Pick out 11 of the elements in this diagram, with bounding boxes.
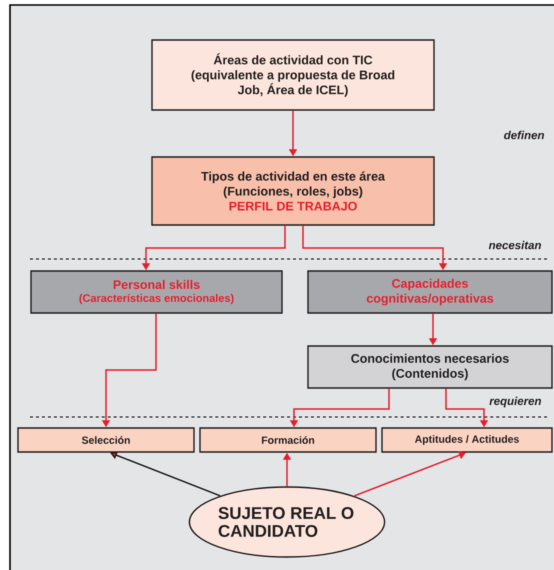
process-box: Personal skills (Características emocionales) xyxy=(30,270,283,314)
annotation-label: requieren xyxy=(489,396,541,408)
process-box: Formación xyxy=(199,427,377,453)
annotation-label: necesitan xyxy=(488,240,541,250)
process-box: Capacidades cognitivas/operativas xyxy=(307,270,553,314)
annotation-label: definen xyxy=(504,130,544,140)
process-box: Aptitudes / Actitudes xyxy=(381,427,553,453)
process-box: Tipos de actividad en este área (Funciones, roles, jobs) PERFIL DE TRABAJO xyxy=(151,156,435,226)
process-box: Selección xyxy=(17,427,195,453)
process-box: Conocimientos necesarios (Contenidos) xyxy=(307,345,553,389)
process-box: Áreas de actividad con TIC (equivalente a propuesta de Broad Job, Área de ICEL) xyxy=(151,39,435,111)
